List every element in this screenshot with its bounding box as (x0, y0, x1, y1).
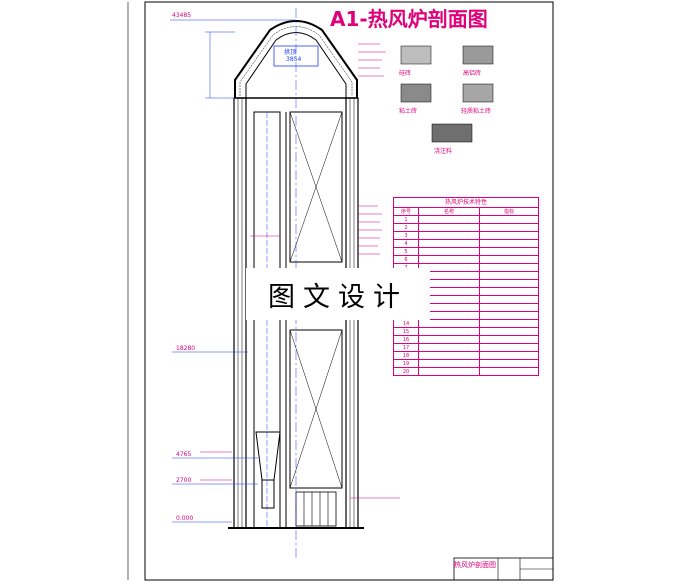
burner (255, 431, 281, 481)
spec-row: 2 (393, 223, 539, 232)
title-block-name: 热风炉剖面图 (454, 561, 496, 569)
callouts-left (200, 235, 280, 481)
spec-cell (418, 215, 480, 224)
spec-row: 16 (393, 335, 539, 344)
spec-cell (479, 279, 539, 288)
watermark-text: 图文设计 (268, 281, 408, 313)
legend-label: 浇注料 (434, 148, 453, 155)
dome-dimension: 3854 (286, 56, 302, 63)
checker-upper (289, 111, 343, 263)
spec-cell (418, 359, 480, 368)
spec-cell: 20 (393, 367, 419, 376)
elevation-label: 2700 (176, 477, 192, 484)
spec-row: 14 (393, 319, 539, 328)
spec-cell (418, 335, 480, 344)
legend-label: 轻质粘土砖 (461, 108, 492, 115)
spec-cell (479, 255, 539, 264)
left-wall (233, 97, 247, 529)
legend-label: 高铝砖 (463, 70, 482, 77)
legend-label: 粘土砖 (399, 108, 418, 115)
grate-supports (295, 491, 337, 527)
spec-cell (479, 351, 539, 360)
spec-row: 17 (393, 343, 539, 352)
spec-cell (479, 287, 539, 296)
spec-cell (479, 263, 539, 272)
outer-frame (144, 1, 554, 581)
spec-cell (479, 271, 539, 280)
spec-cell (418, 351, 480, 360)
spec-cell (418, 367, 480, 376)
spec-cell (418, 343, 480, 352)
burner-neck (261, 479, 275, 509)
spec-cell (479, 327, 539, 336)
spec-row: 4 (393, 239, 539, 248)
spec-row: 3 (393, 231, 539, 240)
spec-row: 1 (393, 215, 539, 224)
spec-row: 20 (393, 367, 539, 376)
spec-cell: 4 (393, 239, 419, 248)
spec-row: 15 (393, 327, 539, 336)
watermark-box: 图文设计 (246, 268, 430, 320)
spec-cell (479, 335, 539, 344)
dome-label: 拱顶 (284, 49, 297, 56)
spec-cell: 6 (393, 255, 419, 264)
spec-cell: 5 (393, 247, 419, 256)
spec-cell (479, 247, 539, 256)
spec-row: 6 (393, 255, 539, 264)
spec-row: 18 (393, 351, 539, 360)
spec-cell (479, 231, 539, 240)
legend-label: 硅砖 (399, 70, 412, 77)
elevation-label: 0.000 (176, 515, 194, 522)
spec-cell: 16 (393, 335, 419, 344)
spec-cell (479, 303, 539, 312)
spec-table-caption: 热风炉技术特性 (393, 197, 539, 207)
spec-cell (418, 247, 480, 256)
spec-header: 序号 (393, 207, 419, 216)
spec-cell (479, 223, 539, 232)
spec-cell (418, 255, 480, 264)
spec-cell (479, 239, 539, 248)
spec-cell (479, 215, 539, 224)
spec-cell: 1 (393, 215, 419, 224)
spec-cell (479, 343, 539, 352)
spec-cell (418, 327, 480, 336)
spec-row: 19 (393, 359, 539, 368)
checker-cross (289, 329, 343, 489)
drawing-title: A1-热风炉剖面图 (330, 7, 488, 31)
checker-lower (289, 329, 343, 489)
spec-header: 指标 (479, 207, 539, 216)
callouts-right (350, 43, 400, 499)
elevation-label: 4765 (176, 451, 192, 458)
spec-cell (418, 239, 480, 248)
spec-cell: 3 (393, 231, 419, 240)
spec-cell: 14 (393, 319, 419, 328)
spec-cell: 2 (393, 223, 419, 232)
spec-cell: 17 (393, 343, 419, 352)
spec-cell: 19 (393, 359, 419, 368)
spec-cell: 15 (393, 327, 419, 336)
legend-swatches (400, 45, 494, 143)
elevation-label: 43485 (172, 12, 192, 19)
spec-cell (479, 359, 539, 368)
spec-header: 名称 (418, 207, 480, 216)
spec-cell (479, 367, 539, 376)
elevation-label: 18280 (176, 345, 196, 352)
spec-cell (479, 295, 539, 304)
spec-cell: 18 (393, 351, 419, 360)
spec-cell (479, 319, 539, 328)
spec-cell (479, 311, 539, 320)
spec-cell (418, 319, 480, 328)
spec-cell (418, 231, 480, 240)
spec-row: 5 (393, 247, 539, 256)
checker-cross (289, 111, 343, 263)
spec-cell (418, 223, 480, 232)
